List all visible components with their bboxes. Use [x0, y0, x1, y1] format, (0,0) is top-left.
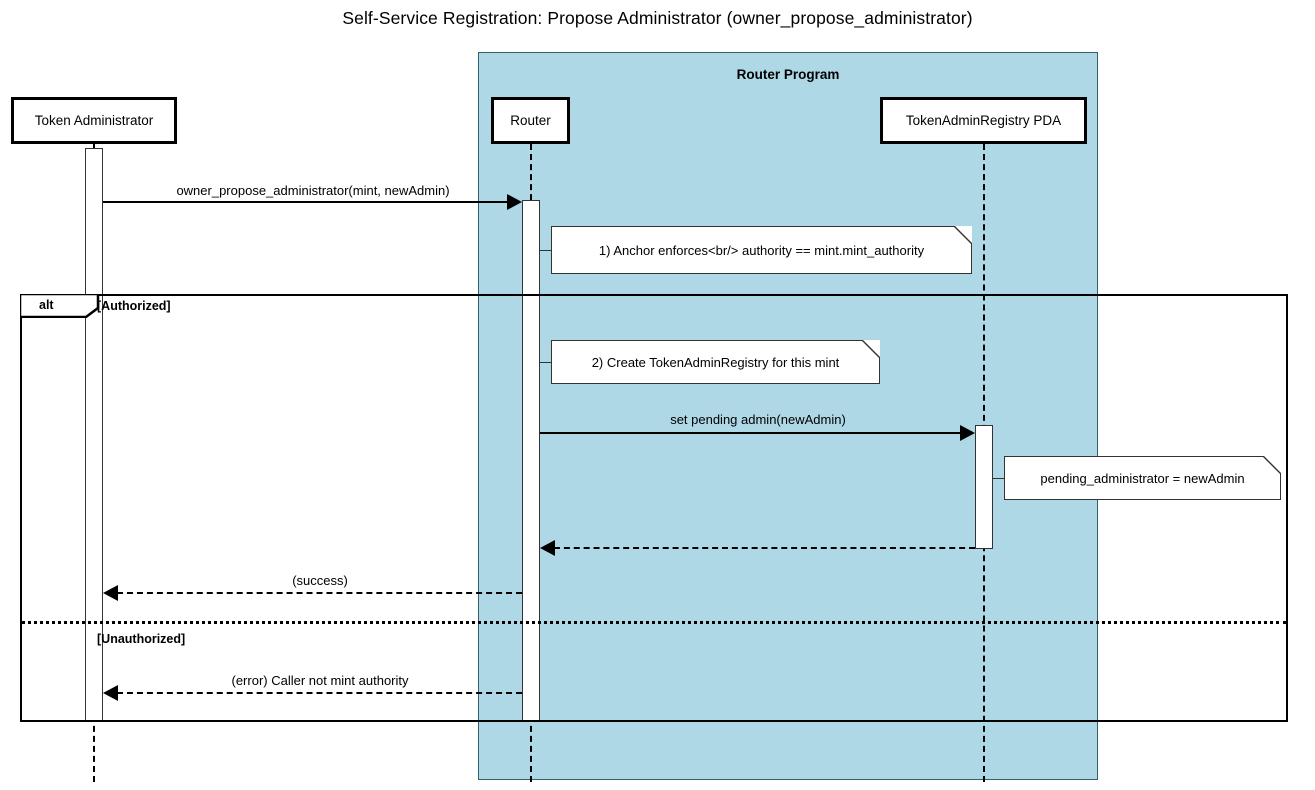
participant-label: TokenAdminRegistry PDA [905, 113, 1062, 128]
message-arrowhead-owner-propose-administrator [507, 194, 522, 210]
alt-guard-unauthorized: [Unauthorized] [97, 632, 186, 646]
note-connector-2 [540, 362, 552, 363]
participant-token-administrator[interactable]: Token Administrator [11, 97, 177, 144]
note-connector-3 [993, 478, 1005, 479]
message-line-success [117, 592, 522, 594]
participant-label: Router [510, 113, 551, 128]
participant-label: Token Administrator [34, 113, 154, 128]
note-fold-corner-icon [863, 340, 880, 357]
message-arrowhead-error [103, 685, 118, 701]
note-text: 1) Anchor enforces<br/> authority == min… [598, 242, 925, 258]
message-label-success: (success) [292, 573, 348, 588]
group-box-router-program: Router Program [478, 52, 1098, 780]
alt-operator-tab [20, 294, 100, 318]
note-pending-administrator: pending_administrator = newAdmin [1004, 456, 1281, 500]
activation-bar-token-admin-registry-pda [975, 425, 993, 549]
message-arrowhead-success [103, 585, 118, 601]
note-text: 2) Create TokenAdminRegistry for this mi… [591, 354, 840, 370]
message-label-error: (error) Caller not mint authority [231, 673, 409, 688]
message-label-owner-propose-administrator: owner_propose_administrator(mint, newAdm… [176, 183, 450, 198]
group-box-label: Router Program [736, 67, 840, 82]
message-line-pda-return [554, 547, 975, 549]
message-line-owner-propose-administrator [103, 201, 509, 203]
message-line-set-pending-admin [540, 432, 962, 434]
note-text: pending_administrator = newAdmin [1040, 470, 1245, 486]
participant-token-admin-registry-pda[interactable]: TokenAdminRegistry PDA [880, 97, 1087, 144]
participant-router[interactable]: Router [491, 97, 570, 144]
note-anchor-enforces: 1) Anchor enforces<br/> authority == min… [551, 226, 972, 274]
message-line-error [117, 692, 522, 694]
message-label-set-pending-admin: set pending admin(newAdmin) [670, 412, 846, 427]
alt-guard-authorized: [Authorized] [97, 299, 171, 313]
diagram-title: Self-Service Registration: Propose Admin… [342, 8, 973, 28]
note-connector-1 [540, 250, 552, 251]
note-fold-corner-icon [955, 226, 972, 243]
note-fold-corner-icon [1264, 456, 1281, 473]
note-create-token-admin-registry: 2) Create TokenAdminRegistry for this mi… [551, 340, 880, 384]
activation-bar-router [522, 200, 540, 722]
alt-operator-label: alt [39, 298, 54, 312]
alt-branch-divider [21, 621, 1287, 624]
message-arrowhead-set-pending-admin [960, 425, 975, 441]
message-arrowhead-pda-return [540, 540, 555, 556]
